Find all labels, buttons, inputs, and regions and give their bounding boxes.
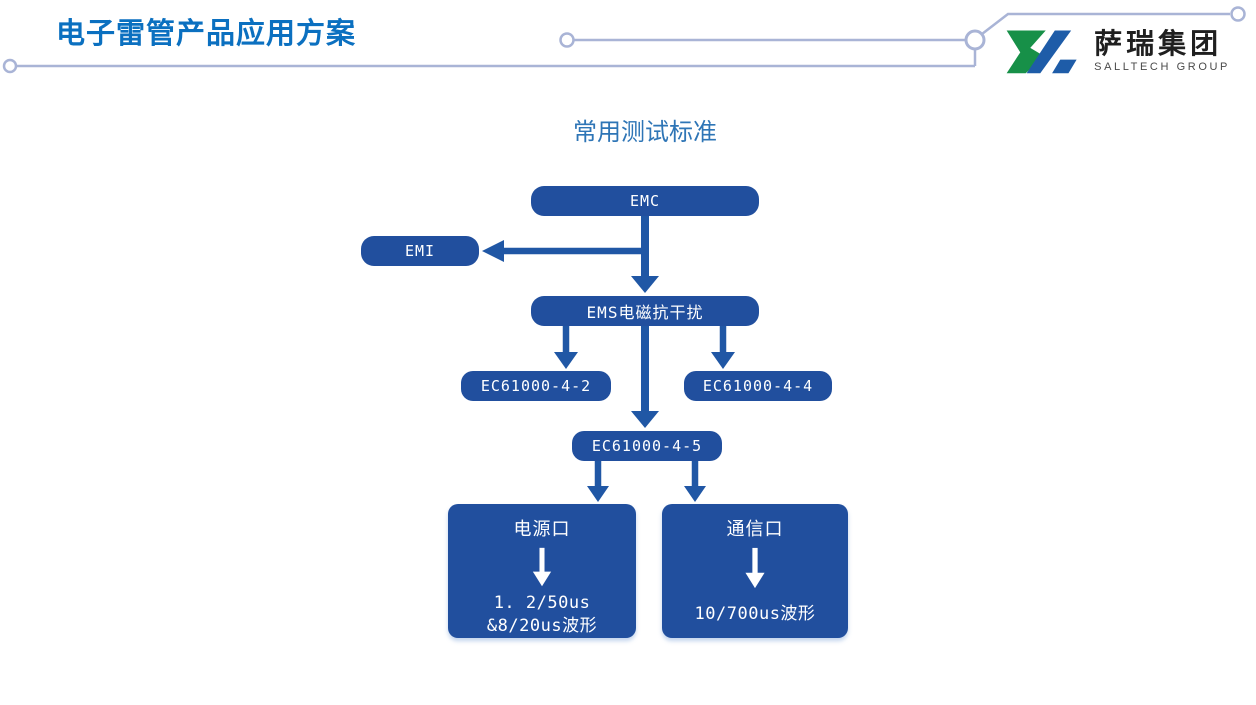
node-emi: EMI xyxy=(361,236,479,266)
connector-ec5-to-comm-port xyxy=(684,461,706,502)
node-ec61000-4-4-label: EC61000-4-4 xyxy=(702,377,814,395)
node-ec61000-4-4: EC61000-4-4 xyxy=(684,371,832,401)
power-port-label: 电源口 xyxy=(513,519,571,540)
company-name-en: SALLTECH GROUP xyxy=(1094,60,1230,73)
node-emc: EMC xyxy=(531,186,759,216)
diagram-title: 常用测试标准 xyxy=(573,119,717,146)
node-emi-label: EMI xyxy=(404,242,436,260)
node-emc-label: EMC xyxy=(629,192,661,210)
power-port-waveform: 1. 2/50us &8/20us波形 xyxy=(487,592,597,638)
node-ec61000-4-5-label: EC61000-4-5 xyxy=(591,437,703,455)
node-comm-port: 通信口 10/700us波形 xyxy=(662,504,848,638)
connector-ems-to-ec61000-4-2 xyxy=(554,326,578,369)
comm-port-label: 通信口 xyxy=(726,519,784,540)
node-ec61000-4-2-label: EC61000-4-2 xyxy=(480,377,592,395)
company-name-cn: 萨瑞集团 xyxy=(1094,27,1223,59)
connector-ems-to-ec61000-4-5 xyxy=(631,326,659,428)
down-arrow-icon xyxy=(532,547,552,587)
down-arrow-icon xyxy=(745,547,765,589)
header-decorative-lines xyxy=(2,6,1246,74)
comm-port-waveform-line1: 10/700us波形 xyxy=(694,604,816,624)
node-power-port: 电源口 1. 2/50us &8/20us波形 xyxy=(448,504,636,638)
node-ec61000-4-2: EC61000-4-2 xyxy=(461,371,611,401)
power-port-waveform-line2: &8/20us波形 xyxy=(486,616,598,637)
salltech-logo-icon xyxy=(1006,30,1077,74)
connector-branch-to-emi xyxy=(482,240,645,262)
node-ems: EMS电磁抗干扰 xyxy=(531,296,759,326)
connector-ec5-to-power-port xyxy=(587,461,609,502)
logo-text-block: 萨瑞集团 SALLTECH GROUP xyxy=(1094,27,1230,73)
power-port-waveform-line1: 1. 2/50us xyxy=(493,593,591,614)
comm-port-waveform: 10/700us波形 xyxy=(695,603,816,626)
connector-emc-to-ems xyxy=(631,214,659,293)
node-ems-label: EMS电磁抗干扰 xyxy=(586,303,704,322)
connector-ems-to-ec61000-4-4 xyxy=(711,326,735,369)
slide-title: 电子雷管产品应用方案 xyxy=(56,18,357,50)
company-logo: 萨瑞集团 SALLTECH GROUP xyxy=(1002,26,1230,76)
node-ec61000-4-5: EC61000-4-5 xyxy=(572,431,722,461)
